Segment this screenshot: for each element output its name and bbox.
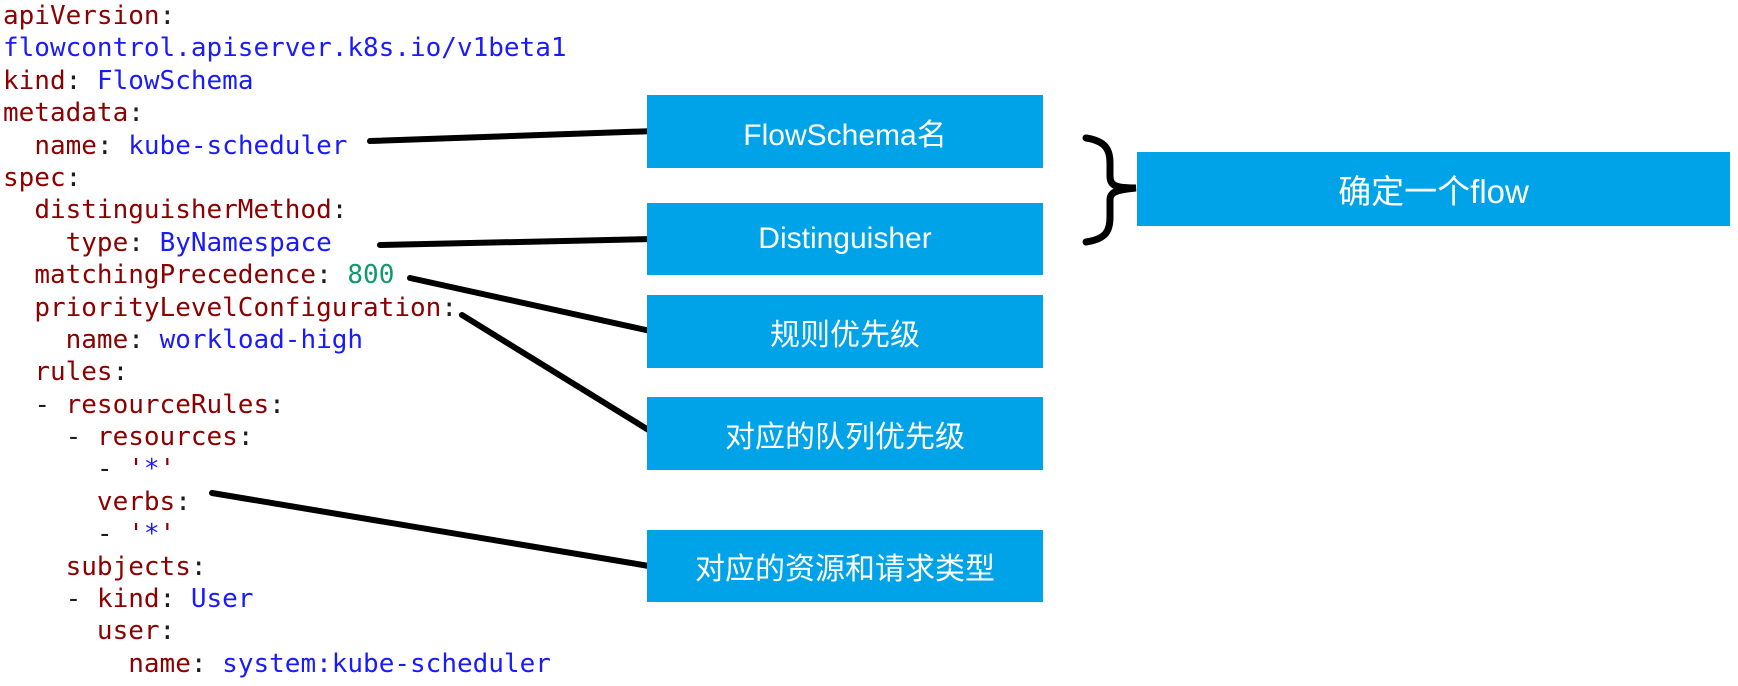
connector-verbs-to-resources (209, 490, 658, 570)
code-line: spec: (3, 162, 82, 193)
code-line: verbs: (96, 486, 191, 517)
code-line: name: workload-high (65, 324, 364, 355)
connector-precedence-to-rule-priority (407, 275, 658, 335)
code-line: - resources: (65, 422, 254, 453)
code-line: kind: FlowSchema (3, 65, 254, 96)
label-rule-priority: 规则优先级 (770, 318, 920, 352)
label-box-flowschema-name: FlowSchema名 (647, 95, 1043, 168)
code-line: - '*' (96, 519, 176, 550)
label-resources-and-verbs: 对应的资源和请求类型 (695, 553, 995, 586)
code-line: name: kube-scheduler (34, 130, 348, 161)
code-line: metadata: (3, 98, 144, 129)
code-line: apiVersion: (3, 1, 176, 31)
label-box-flow-summary: 确定一个flow (1137, 152, 1730, 226)
label-distinguisher: Distinguisher (758, 222, 932, 255)
code-line: - kind: User (65, 584, 254, 615)
code-line: subjects: (65, 551, 207, 582)
label-flowschema-name: FlowSchema名 (743, 118, 947, 152)
label-box-rule-priority: 规则优先级 (647, 295, 1043, 368)
code-line: distinguisherMethod: (34, 195, 348, 226)
code-line: user: (96, 616, 176, 647)
connector-plc-to-queue-priority (459, 312, 658, 437)
connector-name-to-flowschema (367, 128, 658, 144)
label-box-resources-and-verbs: 对应的资源和请求类型 (647, 530, 1043, 602)
connector-type-to-distinguisher (377, 236, 658, 248)
code-line: flowcontrol.apiserver.k8s.io/v1beta1 (3, 33, 567, 64)
label-flow-summary: 确定一个flow (1338, 173, 1529, 210)
code-line: matchingPrecedence: 800 (34, 260, 395, 291)
curly-brace (1082, 134, 1137, 246)
label-queue-priority: 对应的队列优先级 (725, 420, 965, 454)
yaml-code: apiVersion:flowcontrol.apiserver.k8s.io/… (3, 0, 567, 680)
code-line: name: system:kube-scheduler (128, 648, 551, 679)
code-line: type: ByNamespace (65, 227, 332, 258)
code-line: rules: (34, 357, 129, 388)
code-line: - resourceRules: (34, 389, 285, 420)
label-box-queue-priority: 对应的队列优先级 (647, 397, 1043, 470)
label-box-distinguisher: Distinguisher (647, 203, 1043, 275)
code-line: - '*' (96, 454, 176, 485)
code-line: priorityLevelConfiguration: (34, 292, 457, 323)
